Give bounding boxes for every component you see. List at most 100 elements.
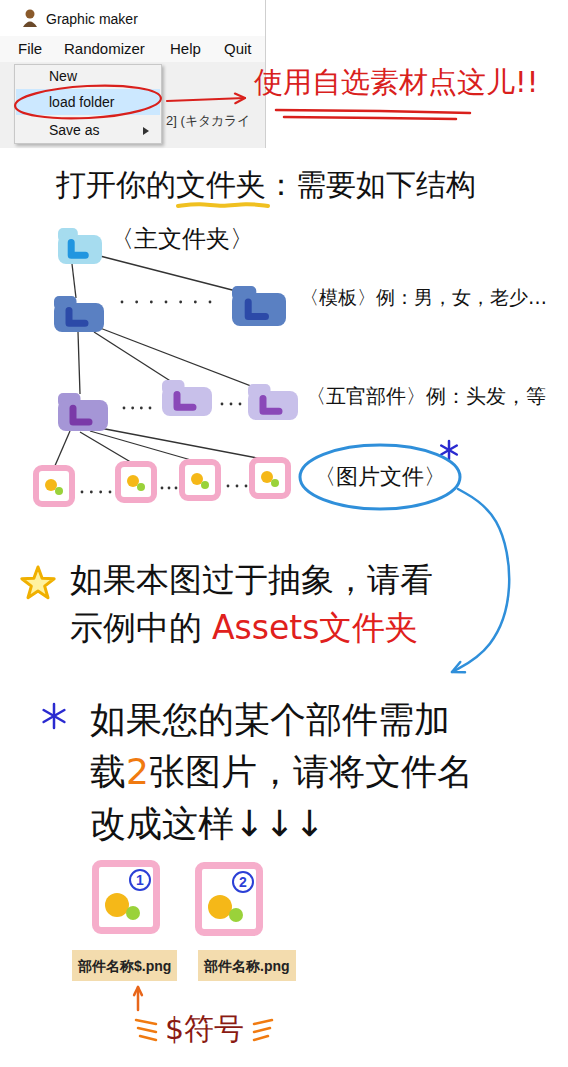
- menu-item: Save as: [49, 121, 100, 139]
- ellipsis-dot: [168, 487, 171, 490]
- annotation-text: 使用自选素材点这儿!!: [254, 64, 538, 100]
- image-dot: [55, 487, 63, 495]
- note-paragraph: 如果您的某个部件需加载2张图片，请将文件名改成这样↓↓↓: [90, 694, 500, 850]
- red-circle: [14, 82, 161, 122]
- image-dot: [45, 479, 57, 491]
- folder-body: [58, 400, 108, 431]
- ellipsis-dot: [209, 301, 212, 304]
- note-paragraph: 如果本图过于抽象，请看示例中的Assets文件夹: [70, 556, 450, 652]
- ellipsis-dot: [150, 301, 153, 304]
- image-frame: [36, 468, 72, 504]
- yellow-star: [22, 567, 54, 598]
- ellipsis-dot: [99, 491, 102, 494]
- menu-item: New: [49, 67, 77, 85]
- menu-text: Quit: [224, 40, 252, 58]
- folder-body: [58, 235, 102, 264]
- image-dot: [271, 479, 279, 487]
- note-number: 2: [126, 751, 149, 792]
- submenu-arrow: [143, 127, 149, 135]
- folder-icon: [58, 228, 102, 264]
- image-dot: [229, 908, 243, 922]
- tree-line: [94, 332, 172, 382]
- folder-icon: [58, 393, 108, 431]
- blue-asterisk-stroke: [441, 446, 457, 455]
- icon-body: [23, 22, 37, 28]
- blue-asterisk-stroke: [441, 446, 457, 455]
- image-dot: [127, 475, 139, 487]
- ellipsis-dot: [227, 485, 230, 488]
- dropdown-menu: Newload folderSave as: [14, 64, 162, 144]
- image-file-icon: [118, 464, 154, 500]
- image-dot: [105, 893, 129, 917]
- red-arrow-head: [235, 94, 245, 104]
- image-file-icon: [252, 460, 288, 496]
- folder-mark: [177, 394, 193, 407]
- callout-number: 1: [129, 869, 151, 891]
- tree-line: [80, 432, 134, 464]
- ellipsis-dot: [194, 301, 197, 304]
- orange-arrow-head: [134, 987, 142, 995]
- ellipsis-dot: [135, 301, 138, 304]
- folder-mark: [263, 398, 279, 411]
- heading-text: 打开你的文件夹：需要如下结构: [56, 166, 476, 204]
- red-arrow: [167, 98, 245, 101]
- blue-asterisk: [44, 704, 65, 728]
- note-highlight: Assets文件夹: [212, 608, 418, 647]
- ellipsis-dot: [221, 403, 224, 406]
- image-dot: [126, 906, 140, 920]
- menu-text: Graphic maker: [46, 10, 138, 28]
- ellipsis-dot: [90, 491, 93, 494]
- tree-line: [54, 431, 70, 468]
- folder-mark: [71, 242, 85, 255]
- blue-arrow-head: [452, 662, 465, 672]
- blue-asterisk-stroke: [44, 710, 65, 722]
- folder-icon: [54, 296, 104, 332]
- folder-mark: [248, 302, 265, 316]
- ellipsis-dot: [161, 487, 164, 490]
- filename-tag: 部件名称.png: [198, 950, 296, 981]
- orange-tick: [136, 1020, 156, 1024]
- callout-text: 〈图片文件〉: [314, 464, 446, 490]
- folder-label: 〈主文件夹〉: [110, 224, 254, 254]
- ellipsis-dot: [121, 301, 124, 304]
- orange-tick: [254, 1036, 268, 1040]
- folder-label: 〈模板〉例：男，女，老少…: [300, 286, 547, 310]
- filename-text: 部件名称$.png: [78, 958, 171, 974]
- ellipsis-dot: [179, 301, 182, 304]
- ellipsis-dot: [140, 407, 143, 410]
- image-file-icon: 2: [195, 862, 263, 936]
- filename-tag: 部件名称$.png: [72, 950, 177, 981]
- image-dot: [208, 895, 232, 919]
- image-file-icon: [36, 468, 72, 504]
- ellipsis-dot: [175, 487, 178, 490]
- blue-ellipse: [300, 445, 460, 509]
- folder-body: [248, 391, 298, 420]
- folder-body: [232, 293, 286, 326]
- menu-text: Randomizer: [64, 40, 145, 58]
- folder-body: [54, 303, 104, 332]
- ellipsis-dot: [230, 403, 233, 406]
- menu-text: Help: [170, 40, 201, 58]
- ellipsis-dot: [131, 407, 134, 410]
- blue-asterisk-stroke: [44, 710, 65, 722]
- folder-mark: [73, 408, 89, 422]
- image-file-icon: 1: [92, 860, 160, 934]
- ellipsis-dot: [123, 407, 126, 410]
- image-frame: [182, 462, 218, 498]
- folder-icon: [232, 286, 286, 326]
- image-dot: [201, 481, 209, 489]
- icon-head: [26, 10, 35, 19]
- orange-tick: [138, 1028, 156, 1032]
- orange-tick: [140, 1036, 156, 1040]
- red-underline: [276, 110, 470, 113]
- callout-ellipse: 〈图片文件〉: [297, 442, 463, 512]
- image-dot: [137, 483, 145, 491]
- app-icon: [20, 8, 40, 28]
- tree-line: [72, 264, 76, 298]
- tree-line: [100, 328, 256, 388]
- tree-line: [90, 431, 198, 462]
- folder-body: [162, 387, 212, 416]
- menu-text: File: [18, 40, 42, 58]
- folder-label: 〈五官部件〉例：头发，等: [306, 384, 546, 409]
